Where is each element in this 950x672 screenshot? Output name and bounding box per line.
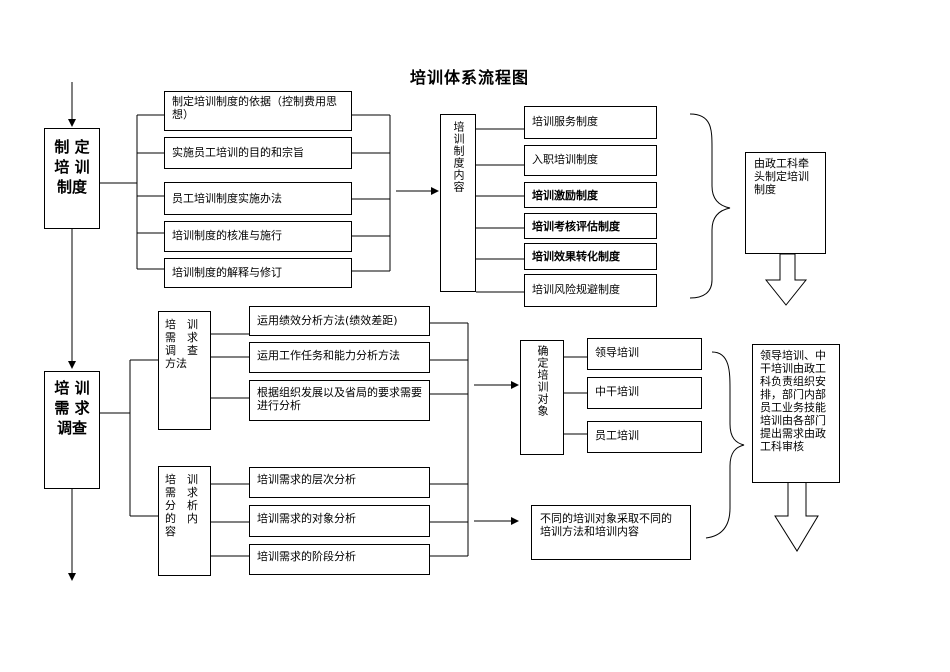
content-item: 培训激励制度 <box>524 182 657 208</box>
analysis-item: 培训需求的层次分析 <box>249 467 430 498</box>
system-note: 由政工科牵头制定培训制度 <box>745 152 826 254</box>
target-item: 员工培训 <box>587 421 702 453</box>
down-arrow-icon <box>764 253 808 306</box>
target-label: 确定培训对象 <box>520 340 564 455</box>
system-content-label: 培训制度内容 <box>440 114 476 292</box>
method-item: 运用工作任务和能力分析方法 <box>249 342 430 373</box>
target-item: 中干培训 <box>587 377 702 409</box>
target-label-text: 确定培训对象 <box>536 345 549 417</box>
system-item: 制定培训制度的依据（控制费用思想） <box>164 91 352 131</box>
content-item: 培训服务制度 <box>524 106 657 139</box>
method-item: 根据组织发展以及省局的要求需要进行分析 <box>249 380 430 421</box>
content-item: 培训风险规避制度 <box>524 274 657 307</box>
analysis-item: 培训需求的对象分析 <box>249 505 430 537</box>
main-box-needs-survey: 培 训 需 求 调查 <box>44 371 100 489</box>
survey-method-label: 培 训 需 求 调 查 方法 <box>158 311 211 430</box>
content-item: 培训考核评估制度 <box>524 213 657 239</box>
main-box-training-system: 制 定 培 训 制度 <box>44 128 100 229</box>
page-title: 培训体系流程图 <box>410 68 530 87</box>
system-item: 培训制度的解释与修订 <box>164 258 352 288</box>
method-item: 运用绩效分析方法(绩效差距) <box>249 306 430 336</box>
target-item: 领导培训 <box>587 338 702 370</box>
survey-note: 领导培训、中干培训由政工科负责组织安排，部门内部员工业务技能培训由各部门提出需求… <box>752 344 840 483</box>
down-arrow-icon <box>774 481 819 552</box>
content-item: 入职培训制度 <box>524 145 657 176</box>
content-item: 培训效果转化制度 <box>524 243 657 270</box>
system-item: 员工培训制度实施办法 <box>164 182 352 215</box>
system-item: 实施员工培训的目的和宗旨 <box>164 137 352 169</box>
analysis-label: 培 训 需 求 分 析 的 内 容 <box>158 466 211 576</box>
differentiation-note: 不同的培训对象采取不同的培训方法和培训内容 <box>531 505 691 560</box>
analysis-item: 培训需求的阶段分析 <box>249 544 430 575</box>
system-item: 培训制度的核准与施行 <box>164 221 352 252</box>
system-content-label-text: 培训制度内容 <box>452 121 465 193</box>
